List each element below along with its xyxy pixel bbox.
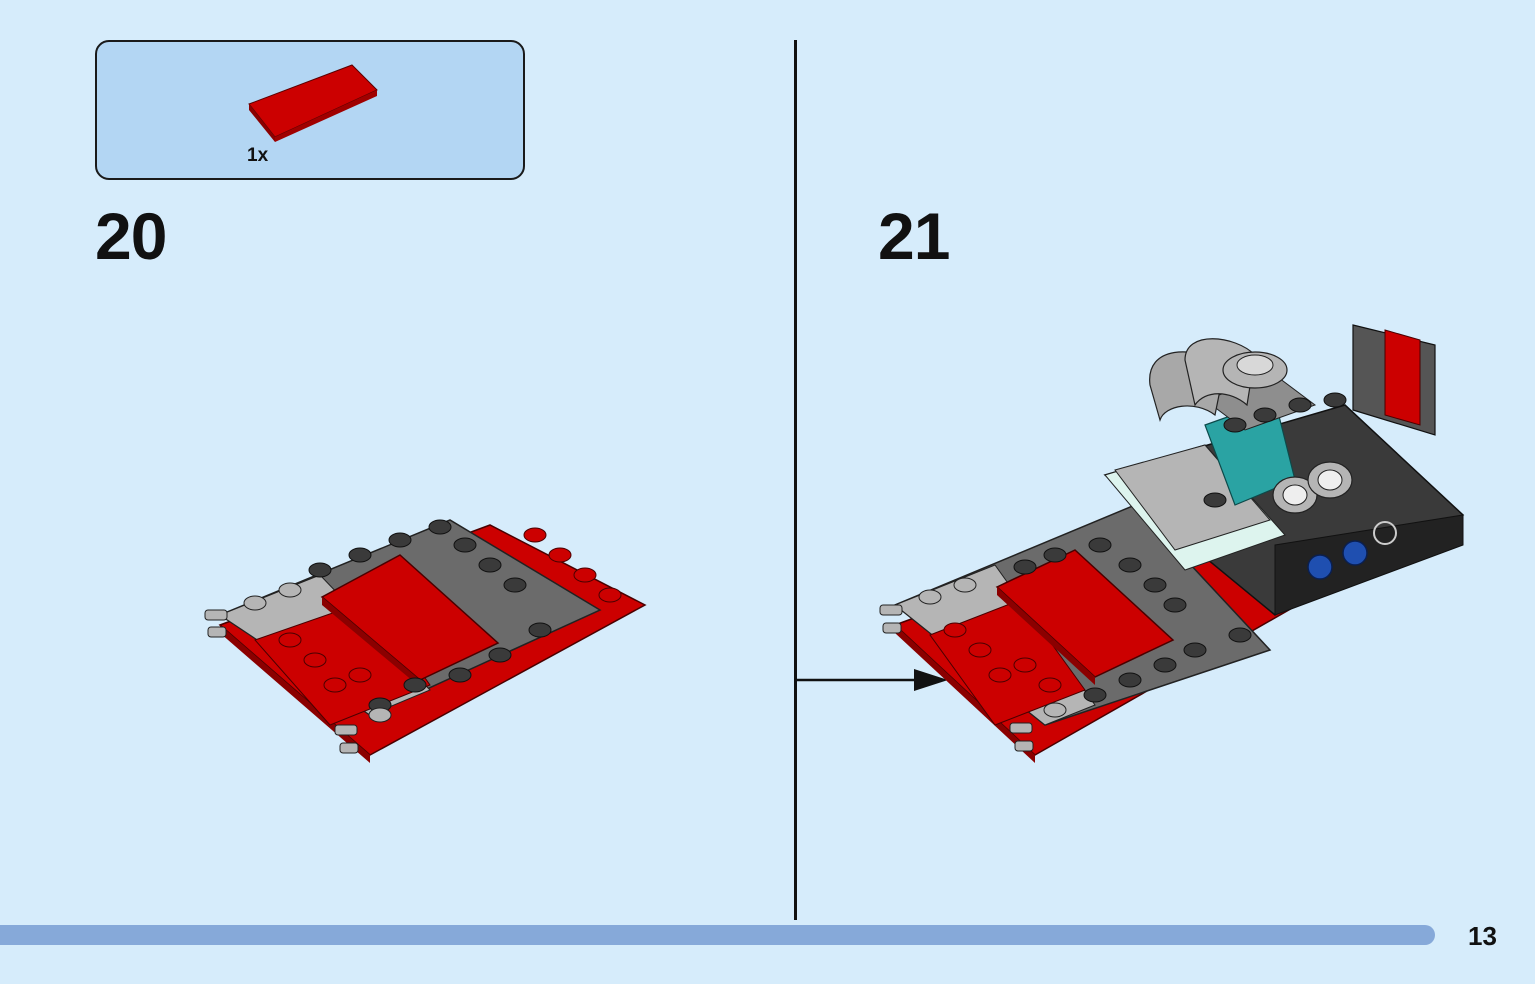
part-quantity: 1x [247, 145, 269, 166]
step-21-model-illustration [879, 324, 1465, 763]
step-divider-line [794, 40, 797, 920]
step-20-model-illustration [204, 519, 647, 763]
step-number-20: 20 [95, 199, 167, 273]
arrow-right-icon [796, 669, 948, 691]
page-number: 13 [1468, 921, 1497, 951]
progress-bar [0, 925, 1435, 945]
parts-callout: 1x [95, 40, 525, 180]
red-tile-part-icon [248, 64, 378, 142]
step-number-21: 21 [878, 199, 950, 273]
